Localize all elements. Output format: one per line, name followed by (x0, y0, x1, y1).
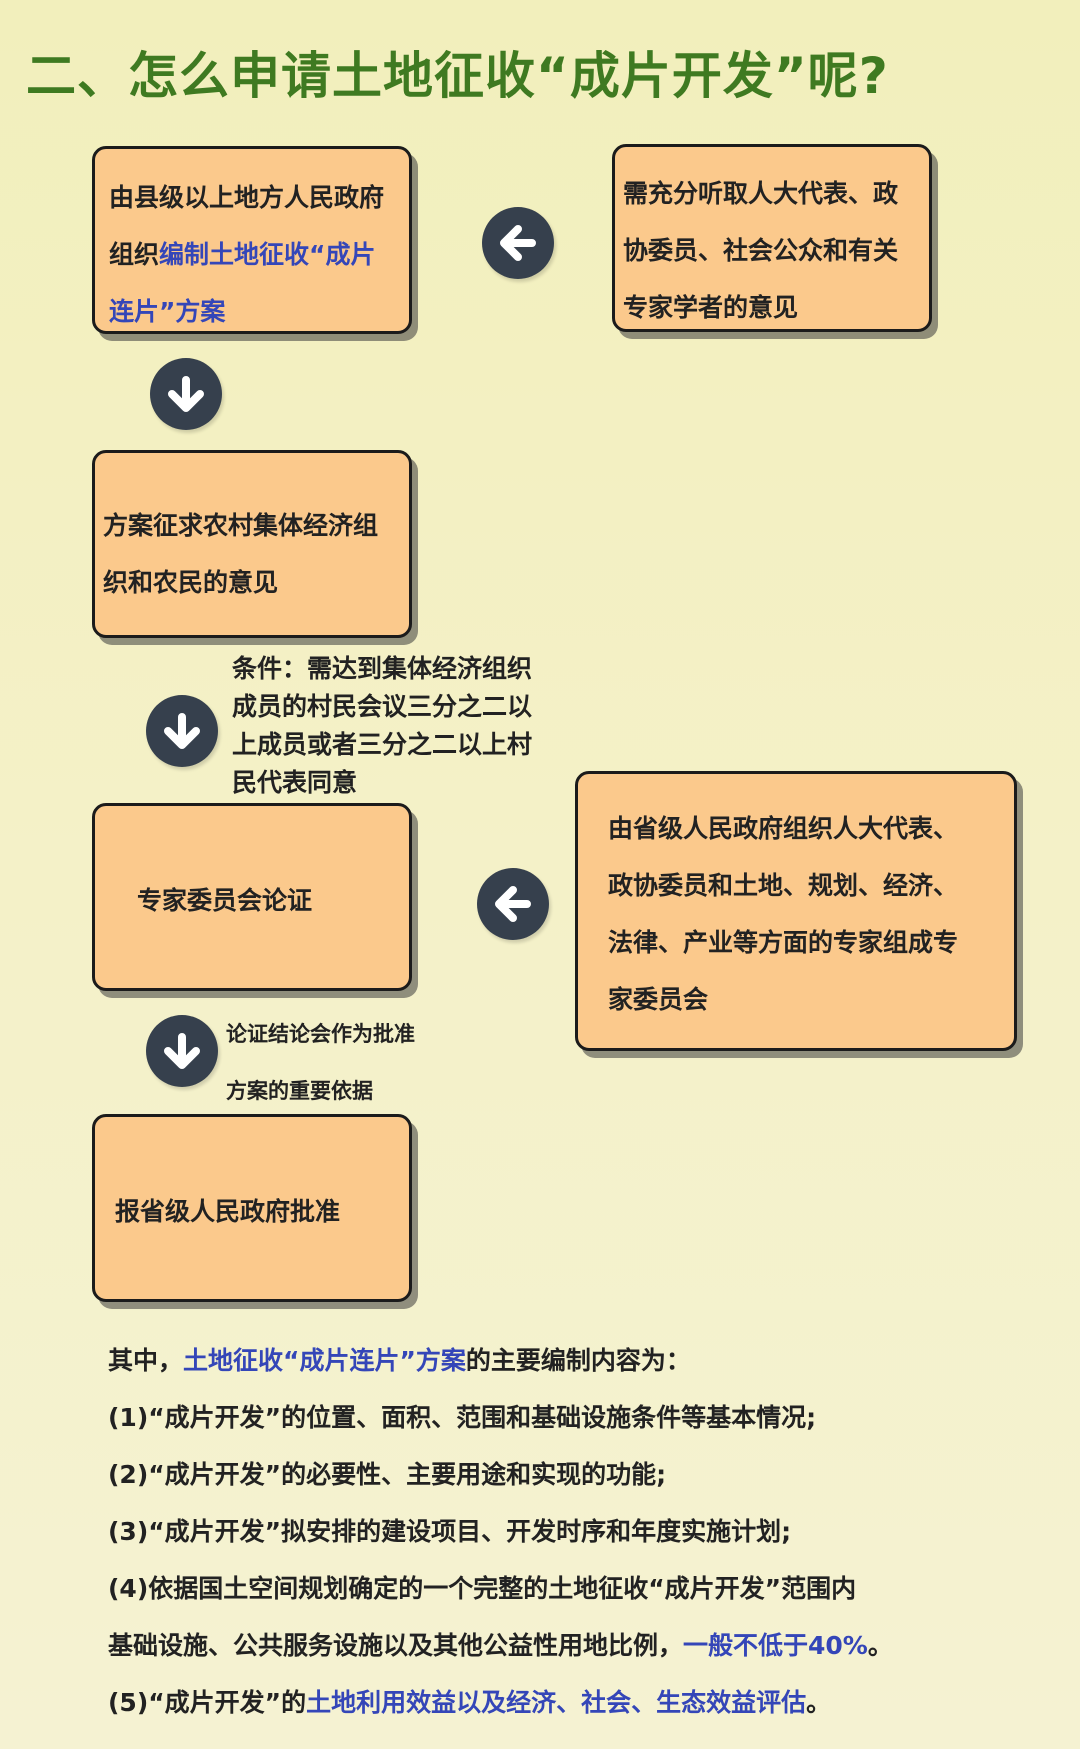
highlight-text: 连片”方案 (109, 297, 226, 326)
note-line: 成员的村民会议三分之二以 (232, 692, 533, 721)
box-text: 专家委员会论证 (137, 886, 313, 915)
list-item: (4)依据国土空间规划确定的一个完整的土地征收“成片开发”范围内 (108, 1574, 857, 1603)
plan-content-list: 其中，土地征收“成片连片”方案的主要编制内容为： (1)“成片开发”的位置、面积… (108, 1332, 1008, 1731)
arrow-down-circle-icon (150, 358, 222, 430)
intro-text: 其中， (108, 1346, 184, 1375)
step-box-compile-plan: 由县级以上地方人民政府 组织编制土地征收“成片 连片”方案 (92, 146, 412, 334)
step-box-collect-opinions: 方案征求农村集体经济组 织和农民的意见 (92, 450, 412, 638)
box-text: 组织 (109, 240, 160, 269)
highlight-text: 一般不低于40% (683, 1631, 868, 1660)
box-line: 法律、产业等方面的专家组成专 (608, 928, 959, 957)
box-line: 织和农民的意见 (103, 568, 279, 597)
box-line: 需充分听取人大代表、政 (623, 179, 899, 208)
box-line: 协委员、社会公众和有关 (623, 236, 899, 265)
item-text: 。 (806, 1688, 832, 1717)
highlight-text: 土地征收“成片连片”方案 (183, 1346, 466, 1375)
box-line: 家委员会 (608, 985, 709, 1014)
arrow-left-circle-icon (477, 868, 549, 940)
note-line: 论证结论会作为批准 (226, 1022, 415, 1046)
note-line: 民代表同意 (232, 768, 358, 797)
box-line: 由县级以上地方人民政府 (109, 183, 385, 212)
box-text: 报省级人民政府批准 (115, 1197, 341, 1226)
intro-text: 的主要编制内容为： (465, 1346, 691, 1375)
list-item: (3)“成片开发”拟安排的建设项目、开发时序和年度实施计划; (108, 1517, 792, 1546)
list-item: (2)“成片开发”的必要性、主要用途和实现的功能; (108, 1460, 667, 1489)
box-line: 方案征求农村集体经济组 (103, 511, 379, 540)
list-item: (5)“成片开发”的土地利用效益以及经济、社会、生态效益评估。 (108, 1674, 1008, 1731)
highlight-text: 土地利用效益以及经济、社会、生态效益评估 (306, 1688, 807, 1717)
list-item: (1)“成片开发”的位置、面积、范围和基础设施条件等基本情况; (108, 1403, 817, 1432)
box-line: 组织编制土地征收“成片 (109, 226, 384, 283)
box-line: 由省级人民政府组织人大代表、 (608, 814, 959, 843)
box-line: 政协委员和土地、规划、经济、 (608, 871, 959, 900)
step-box-expert-review: 专家委员会论证 (92, 803, 412, 991)
note-line: 方案的重要依据 (226, 1079, 373, 1103)
item-text: 基础设施、公共服务设施以及其他公益性用地比例， (108, 1631, 684, 1660)
page-title: 二、怎么申请土地征收“成片开发”呢? (26, 47, 889, 105)
step-box-provincial-approval: 报省级人民政府批准 (92, 1114, 412, 1302)
arrow-down-circle-icon (146, 1015, 218, 1087)
condition-note: 条件：需达到集体经济组织 成员的村民会议三分之二以 上成员或者三分之二以上村 民… (232, 650, 572, 802)
box-line: 专家学者的意见 (623, 293, 799, 322)
conclusion-note: 论证结论会作为批准 方案的重要依据 (226, 1006, 415, 1120)
step-box-hear-opinions: 需充分听取人大代表、政 协委员、社会公众和有关 专家学者的意见 (612, 144, 932, 332)
arrow-down-circle-icon (146, 695, 218, 767)
arrow-left-circle-icon (482, 207, 554, 279)
note-line: 条件：需达到集体经济组织 (232, 654, 533, 683)
step-box-expert-committee: 由省级人民政府组织人大代表、 政协委员和土地、规划、经济、 法律、产业等方面的专… (575, 771, 1017, 1051)
highlight-text: 编制土地征收“成片 (159, 240, 376, 269)
list-intro: 其中，土地征收“成片连片”方案的主要编制内容为： (108, 1332, 1008, 1389)
list-item-continuation: 基础设施、公共服务设施以及其他公益性用地比例，一般不低于40%。 (108, 1617, 1008, 1674)
item-text: (5)“成片开发”的 (108, 1688, 307, 1717)
note-line: 上成员或者三分之二以上村 (232, 730, 533, 759)
item-text: 。 (867, 1631, 893, 1660)
